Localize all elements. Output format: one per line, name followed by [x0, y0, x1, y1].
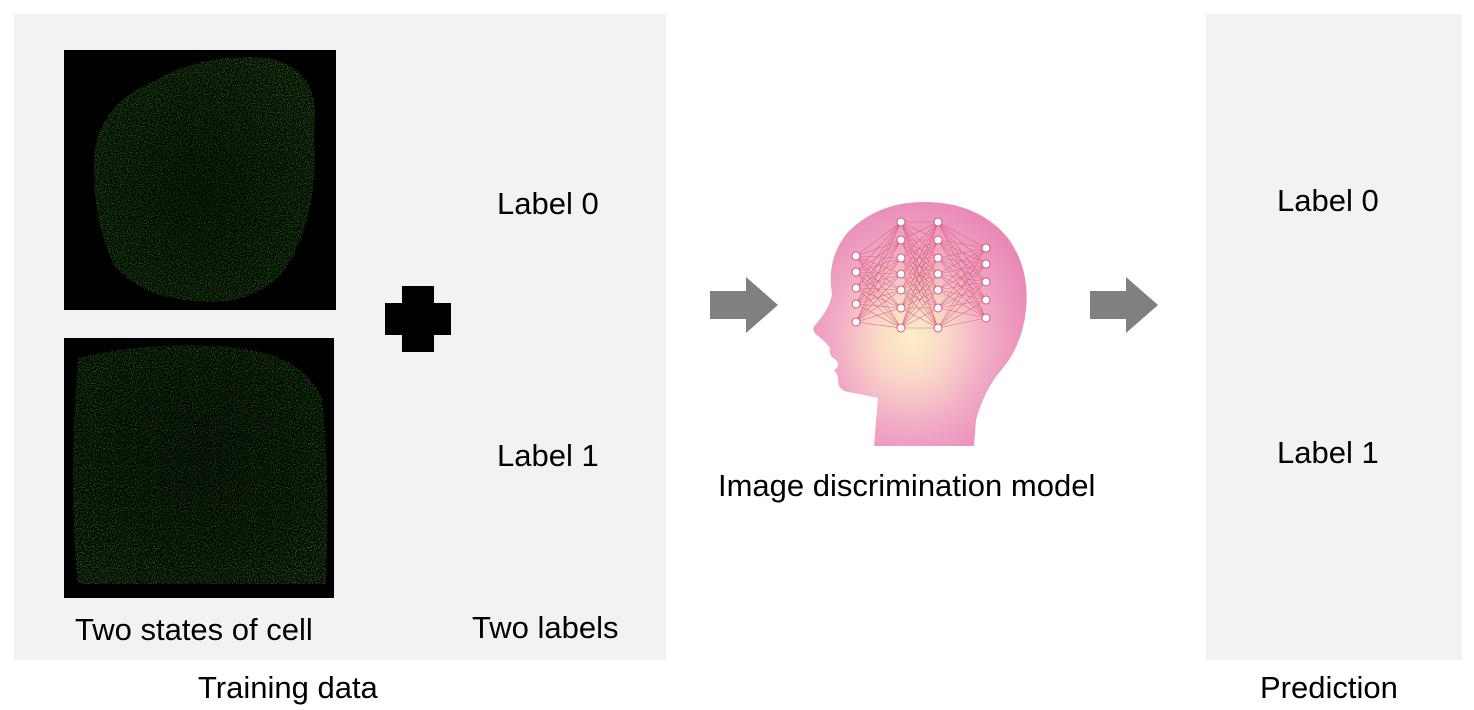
training-label-0: Label 0: [497, 186, 599, 221]
prediction-label-0: Label 0: [1277, 183, 1379, 218]
prediction-label-1: Label 1: [1277, 435, 1379, 470]
head-neural-network-icon: [813, 202, 1027, 446]
arrow-right-icon: [1090, 277, 1158, 333]
cell-image-state-1: [64, 338, 334, 598]
training-data-title: Training data: [198, 670, 378, 705]
cell-image-state-0: [64, 50, 336, 310]
model-caption: Image discrimination model: [718, 468, 1096, 503]
labels-caption: Two labels: [472, 610, 619, 645]
prediction-title: Prediction: [1260, 670, 1398, 705]
cells-caption: Two states of cell: [75, 612, 313, 647]
prediction-panel: [1206, 14, 1462, 660]
training-label-1: Label 1: [497, 438, 599, 473]
arrow-right-icon: [710, 277, 778, 333]
plus-icon: [385, 286, 451, 352]
